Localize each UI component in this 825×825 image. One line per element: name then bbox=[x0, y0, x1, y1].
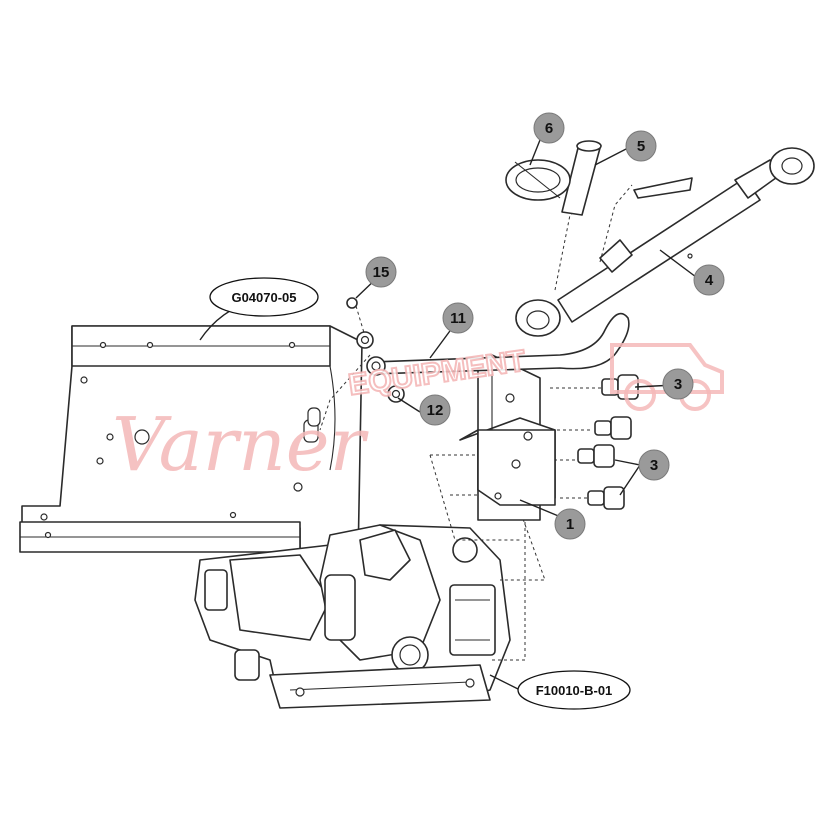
callout-3a: 3 bbox=[662, 368, 694, 400]
svg-text:1: 1 bbox=[566, 516, 574, 533]
valve-body bbox=[194, 524, 511, 709]
svg-text:12: 12 bbox=[427, 402, 444, 419]
callout-12: 12 bbox=[419, 394, 451, 426]
bolts bbox=[577, 374, 639, 510]
part-number-valve: F10010-B-01 bbox=[517, 670, 631, 710]
svg-text:3: 3 bbox=[650, 457, 658, 474]
svg-text:3: 3 bbox=[674, 376, 682, 393]
bolt-4 bbox=[587, 486, 625, 510]
part-number-valve-label: F10010-B-01 bbox=[536, 683, 613, 698]
part-number-plate-label: G04070-05 bbox=[231, 290, 296, 305]
callout-11: 11 bbox=[442, 302, 474, 334]
mounting-plate bbox=[19, 325, 363, 561]
svg-text:4: 4 bbox=[705, 272, 714, 289]
part-number-plate: G04070-05 bbox=[209, 277, 319, 317]
callout-4: 4 bbox=[693, 264, 725, 296]
top-link bbox=[515, 147, 815, 337]
svg-text:11: 11 bbox=[450, 310, 466, 327]
callout-15: 15 bbox=[365, 256, 397, 288]
small-hardware bbox=[346, 297, 405, 403]
bolt-1 bbox=[601, 374, 639, 400]
svg-text:15: 15 bbox=[373, 264, 390, 281]
svg-text:6: 6 bbox=[545, 120, 553, 137]
bracket bbox=[459, 354, 556, 521]
bolt-2 bbox=[594, 416, 632, 440]
callout-1: 1 bbox=[554, 508, 586, 540]
callout-6: 6 bbox=[533, 112, 565, 144]
svg-text:5: 5 bbox=[637, 138, 645, 155]
watermark-script: Varner bbox=[112, 402, 370, 488]
pin-and-clip bbox=[505, 140, 602, 216]
callout-5: 5 bbox=[625, 130, 657, 162]
lever-rod bbox=[366, 312, 630, 376]
bolt-3 bbox=[577, 444, 615, 468]
callout-3b: 3 bbox=[638, 449, 670, 481]
